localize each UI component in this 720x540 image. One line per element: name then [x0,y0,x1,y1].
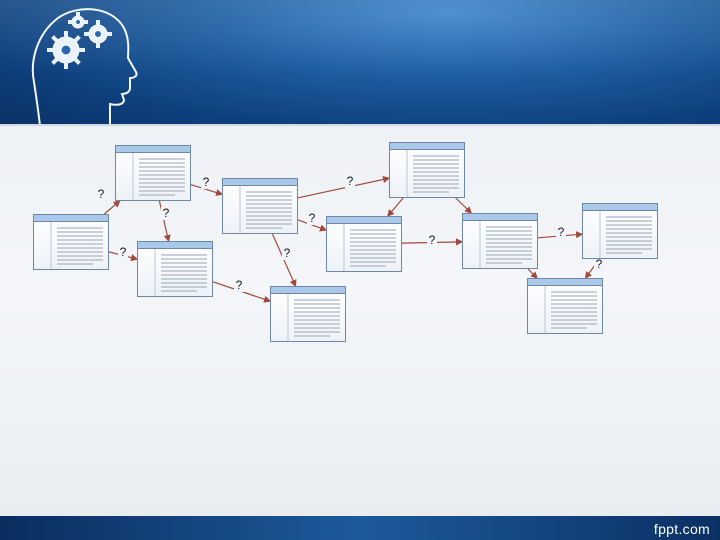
question-label: ? [309,211,316,225]
question-label: ? [203,175,210,189]
question-label: ? [236,278,243,292]
window-node-w8 [463,214,538,269]
window-node-w6 [271,287,346,342]
question-label: ? [596,257,603,271]
connector-line-w5-w7 [388,198,403,216]
connector-line-w8-w10 [528,269,537,278]
connector-line-w1-w2 [104,201,119,214]
connector-line-w3-w5 [298,178,389,198]
window-node-w3 [223,179,298,234]
connector-line-w5-w8 [456,198,471,213]
window-node-w5 [390,143,465,198]
question-label: ? [347,174,354,188]
window-node-w1 [34,215,109,270]
window-node-w9 [583,204,658,259]
window-node-w4 [138,242,213,297]
question-label: ? [120,245,127,259]
brand-text: fppt.com [654,521,710,537]
window-node-w10 [528,279,603,334]
question-label: ? [163,206,170,220]
footer-band: fppt.com [0,516,720,540]
window-node-w7 [327,217,402,272]
question-label: ? [98,187,105,201]
question-label: ? [429,233,436,247]
window-node-w2 [116,146,191,201]
question-label: ? [284,246,291,260]
window-nodes [34,143,658,342]
question-label: ? [558,225,565,239]
